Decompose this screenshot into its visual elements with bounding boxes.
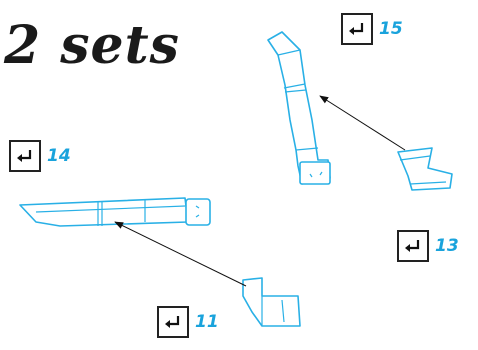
callout-15: 15 <box>341 13 403 45</box>
callout-label: 13 <box>435 236 459 256</box>
callout-label: 11 <box>195 312 219 332</box>
return-arrow-icon <box>157 306 189 338</box>
callout-label: 15 <box>379 19 403 39</box>
callout-label: 14 <box>47 146 71 166</box>
callout-11: 11 <box>157 306 219 338</box>
leader-arrow-lower <box>114 221 247 287</box>
leader-arrow-upper <box>319 95 406 151</box>
return-arrow-icon <box>9 140 41 172</box>
callout-14: 14 <box>9 140 71 172</box>
left-cable <box>19 197 211 227</box>
lower-connector-part <box>242 277 301 327</box>
page-title: 2 sets <box>4 15 180 76</box>
return-arrow-icon <box>341 13 373 45</box>
callout-13: 13 <box>397 230 459 262</box>
return-arrow-icon <box>397 230 429 262</box>
upper-cable <box>267 31 331 185</box>
upper-connector-part <box>397 147 453 191</box>
